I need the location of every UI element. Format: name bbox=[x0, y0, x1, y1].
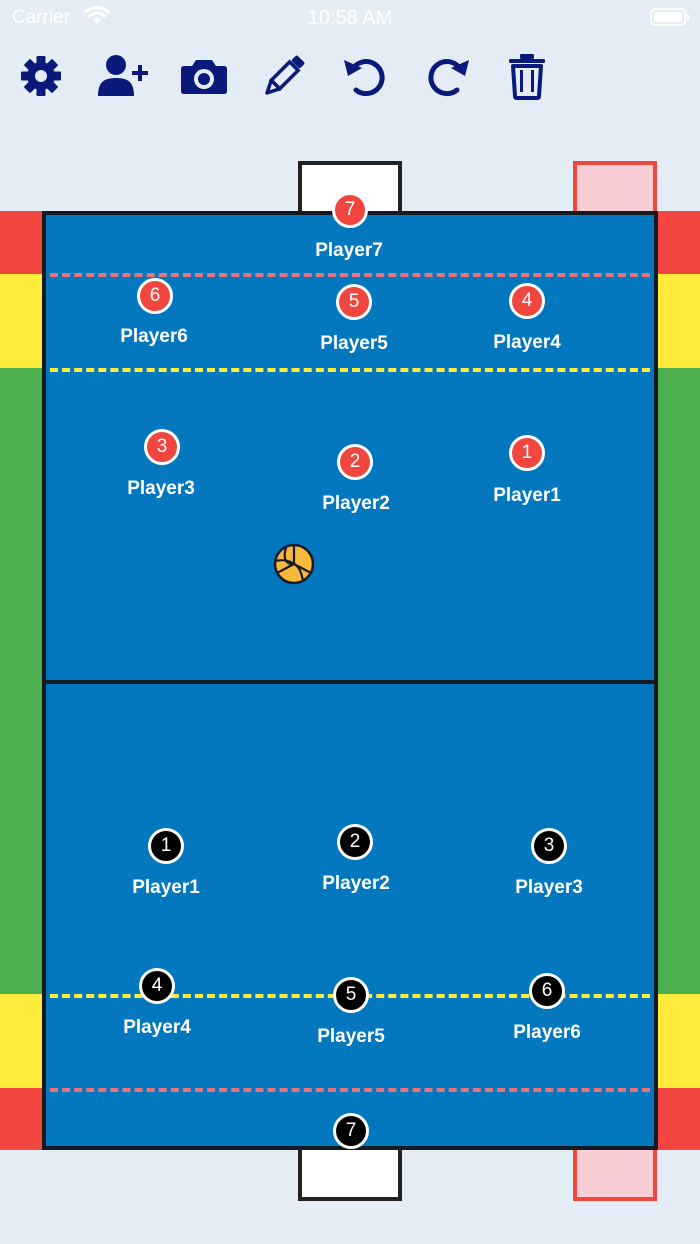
draw-button[interactable] bbox=[258, 50, 310, 102]
player-marker[interactable]: 7 bbox=[332, 192, 368, 228]
undo-button[interactable] bbox=[340, 50, 392, 102]
player-name: Player2 bbox=[322, 493, 390, 514]
gear-icon bbox=[21, 56, 61, 96]
player-marker[interactable]: 2 bbox=[337, 824, 373, 860]
player-name: Player5 bbox=[320, 333, 388, 354]
undo-icon bbox=[344, 59, 385, 97]
player-marker[interactable]: 3 bbox=[144, 429, 180, 465]
status-bar: Carrier 10:58 AM bbox=[0, 0, 700, 36]
zone-yellow-bottom bbox=[0, 994, 44, 1088]
player-name: Player4 bbox=[123, 1017, 191, 1038]
player-marker[interactable]: 1 bbox=[509, 435, 545, 471]
add-user-icon bbox=[98, 55, 148, 96]
zone-red-bottom bbox=[0, 1088, 44, 1150]
bottom-penalty-box bbox=[573, 1146, 657, 1201]
clock: 10:58 AM bbox=[307, 7, 393, 29]
two-meter-line-bottom bbox=[50, 1088, 650, 1092]
five-meter-line-top bbox=[50, 368, 650, 372]
player-marker[interactable]: 1 bbox=[148, 828, 184, 864]
player-marker[interactable]: 6 bbox=[529, 973, 565, 1009]
zone-yellow-bottom bbox=[656, 994, 700, 1088]
player-marker[interactable]: 3 bbox=[531, 828, 567, 864]
camera-button[interactable] bbox=[178, 50, 230, 102]
player-name: Player1 bbox=[493, 485, 561, 506]
zone-red-top bbox=[656, 211, 700, 274]
zone-green bbox=[656, 368, 700, 994]
player-marker[interactable]: 4 bbox=[509, 283, 545, 319]
toolbar bbox=[0, 50, 700, 106]
zone-red-top bbox=[0, 211, 44, 274]
player-name: Player5 bbox=[317, 1026, 385, 1047]
player-name: Player1 bbox=[132, 877, 200, 898]
pencil-icon bbox=[265, 55, 305, 95]
player-name: Player7 bbox=[315, 240, 383, 261]
player-marker[interactable]: 5 bbox=[336, 284, 372, 320]
camera-icon bbox=[181, 60, 227, 94]
add-player-button[interactable] bbox=[96, 50, 152, 102]
player-marker[interactable]: 7 bbox=[333, 1113, 369, 1149]
trash-icon bbox=[509, 54, 545, 100]
player-marker[interactable]: 4 bbox=[139, 968, 175, 1004]
player-name: Player6 bbox=[120, 326, 188, 347]
player-name: Player3 bbox=[127, 478, 195, 499]
player-marker[interactable]: 6 bbox=[137, 278, 173, 314]
player-name: Player6 bbox=[513, 1022, 581, 1043]
zone-red-bottom bbox=[656, 1088, 700, 1150]
carrier-label: Carrier bbox=[12, 7, 71, 28]
bottom-goal bbox=[298, 1146, 402, 1201]
player-name: Player4 bbox=[493, 332, 561, 353]
battery-icon bbox=[650, 8, 689, 26]
wifi-icon bbox=[84, 6, 110, 24]
redo-icon bbox=[428, 59, 469, 97]
delete-button[interactable] bbox=[501, 50, 553, 102]
ball-icon[interactable] bbox=[273, 543, 315, 585]
half-way-line bbox=[46, 680, 654, 684]
zone-green bbox=[0, 368, 44, 994]
zone-yellow-top bbox=[656, 274, 700, 368]
player-name: Player2 bbox=[322, 873, 390, 894]
two-meter-line-top bbox=[50, 273, 650, 277]
player-name: Player3 bbox=[515, 877, 583, 898]
redo-button[interactable] bbox=[421, 50, 473, 102]
player-marker[interactable]: 5 bbox=[333, 977, 369, 1013]
zone-yellow-top bbox=[0, 274, 44, 368]
player-marker[interactable]: 2 bbox=[337, 444, 373, 480]
settings-button[interactable] bbox=[15, 50, 67, 102]
top-penalty-box bbox=[573, 161, 657, 215]
